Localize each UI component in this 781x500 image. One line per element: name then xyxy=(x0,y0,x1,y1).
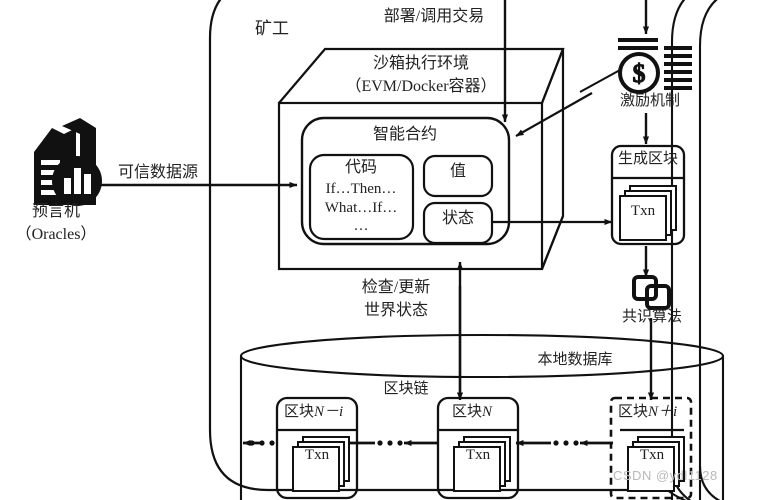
block-next-prefix: 区块 xyxy=(618,404,649,420)
block-prev-var: N xyxy=(314,404,325,420)
code-line2-label: What…If… xyxy=(324,200,398,216)
smart-contract-rect xyxy=(300,116,511,246)
code-line1-label: If…Then… xyxy=(325,181,397,197)
miner-label: 矿工 xyxy=(255,19,289,38)
check-update-line1: 检查/更新 xyxy=(361,279,431,296)
state-label: 状态 xyxy=(441,210,475,227)
generate-block-txn-stack xyxy=(619,185,677,241)
sandbox-3d-box xyxy=(277,47,565,271)
consensus-icon xyxy=(632,275,671,310)
block-next-txn-stack xyxy=(627,436,685,492)
smart-contract-label: 智能合约 xyxy=(372,126,438,143)
trusted-data-source-label: 可信数据源 xyxy=(117,164,199,181)
local-database-cylinder xyxy=(239,333,725,500)
sandbox-title-line2: （EVM/Docker容器） xyxy=(345,78,497,95)
blockchain-label: 区块链 xyxy=(383,381,429,397)
block-prev-label: 区块N－i xyxy=(284,404,343,421)
check-update-line2: 世界状态 xyxy=(363,302,429,319)
block-prev-txn-label: Txn xyxy=(304,447,330,463)
chain-ellipsis-dots xyxy=(249,440,579,446)
oracle-icon xyxy=(34,118,102,206)
block-cur-txn-stack xyxy=(453,436,511,492)
code-rect xyxy=(308,153,415,241)
consensus-label: 共识算法 xyxy=(621,309,683,325)
generate-block-txn-label: Txn xyxy=(630,203,656,219)
incentive-label: 激励机制 xyxy=(619,93,681,109)
block-cur-box xyxy=(436,396,520,500)
outer-container-2 xyxy=(670,0,686,500)
outer-container-3 xyxy=(698,0,718,500)
block-next-box xyxy=(609,396,693,500)
local-database-label: 本地数据库 xyxy=(537,352,613,368)
value-rect xyxy=(422,154,494,198)
deploy-tx-label: 部署/调用交易 xyxy=(383,8,485,25)
block-next-label: 区块N＋i xyxy=(618,404,677,421)
sandbox-title-line1: 沙箱执行环境 xyxy=(372,55,470,72)
code-line3-label: … xyxy=(353,218,369,234)
block-next-suffix: ＋i xyxy=(658,404,678,420)
block-prev-box xyxy=(275,396,359,500)
watermark: CSDN @ydl1128 xyxy=(613,468,718,483)
connector-sandbox-to-incentive xyxy=(579,69,621,93)
generate-block-label: 生成区块 xyxy=(617,151,679,167)
block-cur-var: N xyxy=(482,404,493,420)
block-next-var: N xyxy=(648,404,659,420)
value-label: 值 xyxy=(449,163,467,180)
block-prev-txn-stack xyxy=(292,436,350,492)
code-title-label: 代码 xyxy=(344,159,378,176)
svg-text:$: $ xyxy=(633,59,646,88)
incentive-icon: $ xyxy=(618,38,692,94)
block-prev-prefix: 区块 xyxy=(284,404,315,420)
arrow-incentive-to-contract xyxy=(515,92,593,137)
block-cur-txn-label: Txn xyxy=(465,447,491,463)
block-cur-label: 区块N xyxy=(452,404,492,421)
generate-block-box xyxy=(610,144,686,246)
block-next-txn-label: Txn xyxy=(639,447,665,463)
oracle-label-line1: 预言机 xyxy=(31,203,81,220)
oracle-label-line2: （Oracles） xyxy=(15,226,97,243)
block-prev-suffix: －i xyxy=(324,404,344,420)
block-cur-prefix: 区块 xyxy=(452,404,483,420)
